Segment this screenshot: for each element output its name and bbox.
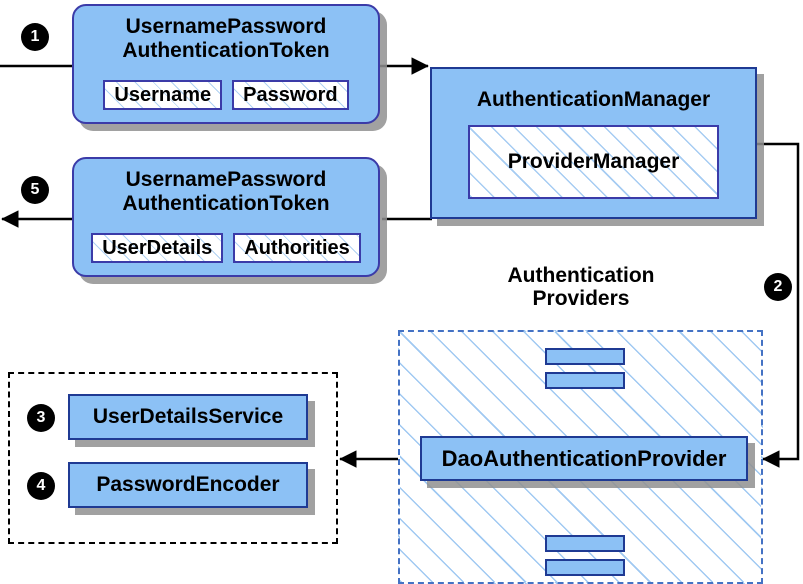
- user-details-service-card[interactable]: UserDetailsService: [68, 394, 308, 440]
- password-encoder-card[interactable]: PasswordEncoder: [68, 462, 308, 508]
- authentication-providers-label: Authentication Providers: [507, 264, 655, 311]
- badge-step-2: 2: [765, 274, 791, 300]
- request-token-title: UsernamePassword AuthenticationToken: [122, 15, 330, 62]
- connector-manager-to-provider: [757, 142, 800, 468]
- collapsed-provider-top-1[interactable]: [545, 348, 625, 365]
- response-token-slot-userdetails: UserDetails: [91, 233, 224, 263]
- collapsed-provider-top-2[interactable]: [545, 372, 625, 389]
- authentication-manager-card[interactable]: AuthenticationManager ProviderManager: [430, 67, 757, 219]
- request-token-slot-password: Password: [232, 80, 349, 110]
- request-token-slot-username: Username: [103, 80, 223, 110]
- authentication-manager-title: AuthenticationManager: [476, 88, 711, 111]
- badge-step-4: 4: [28, 473, 54, 499]
- badge-step-5: 5: [22, 177, 48, 203]
- response-token-slot-authorities: Authorities: [233, 233, 361, 263]
- collapsed-provider-bottom-2[interactable]: [545, 559, 625, 576]
- request-token-card[interactable]: UsernamePassword AuthenticationToken Use…: [72, 4, 380, 124]
- dao-authentication-provider-card[interactable]: DaoAuthenticationProvider: [420, 436, 748, 481]
- authentication-providers-region: DaoAuthenticationProvider: [398, 330, 763, 584]
- provider-manager-box: ProviderManager: [468, 125, 719, 199]
- request-token-slots: Username Password: [74, 80, 378, 110]
- collapsed-provider-bottom-1[interactable]: [545, 535, 625, 552]
- response-token-slots: UserDetails Authorities: [74, 233, 378, 263]
- badge-step-1: 1: [22, 24, 48, 50]
- response-token-card[interactable]: UsernamePassword AuthenticationToken Use…: [72, 157, 380, 277]
- badge-step-3: 3: [28, 405, 54, 431]
- response-token-title: UsernamePassword AuthenticationToken: [122, 168, 330, 215]
